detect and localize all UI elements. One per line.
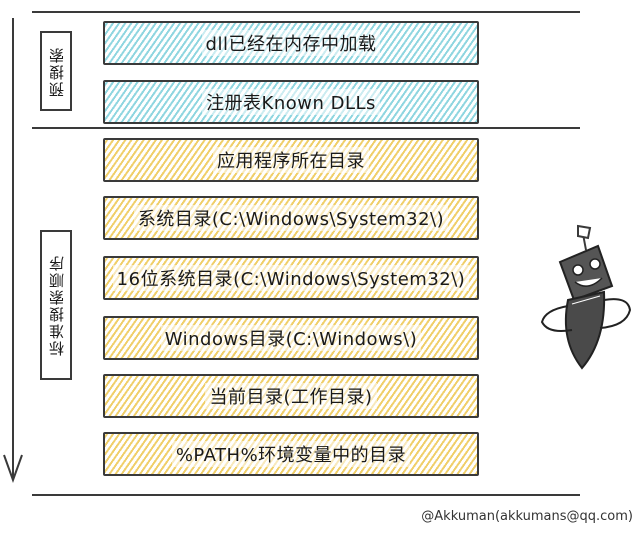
standard-step-1: 应用程序所在目录 [103,138,479,182]
standard-search-label-box: 标准搜索顺序 [40,230,72,380]
top-divider [32,11,580,13]
standard-step-4: Windows目录(C:\Windows\) [103,316,479,360]
standard-step-5: 当前目录(工作目录) [103,374,479,418]
standard-step-2: 系统目录(C:\Windows\System32\) [103,196,479,240]
pre-search-step-1: dll已经在内存中加载 [103,21,479,65]
pre-search-step-2: 注册表Known DLLs [103,80,479,124]
author-credit: @Akkuman(akkumans@qq.com) [421,509,633,524]
standard-step-3: 16位系统目录(C:\Windows\System32\) [103,256,479,300]
standard-step-6: %PATH%环境变量中的目录 [103,432,479,476]
bottom-divider [32,494,580,496]
pre-search-label-box: 预搜索 [40,31,72,111]
middle-divider [32,127,580,129]
